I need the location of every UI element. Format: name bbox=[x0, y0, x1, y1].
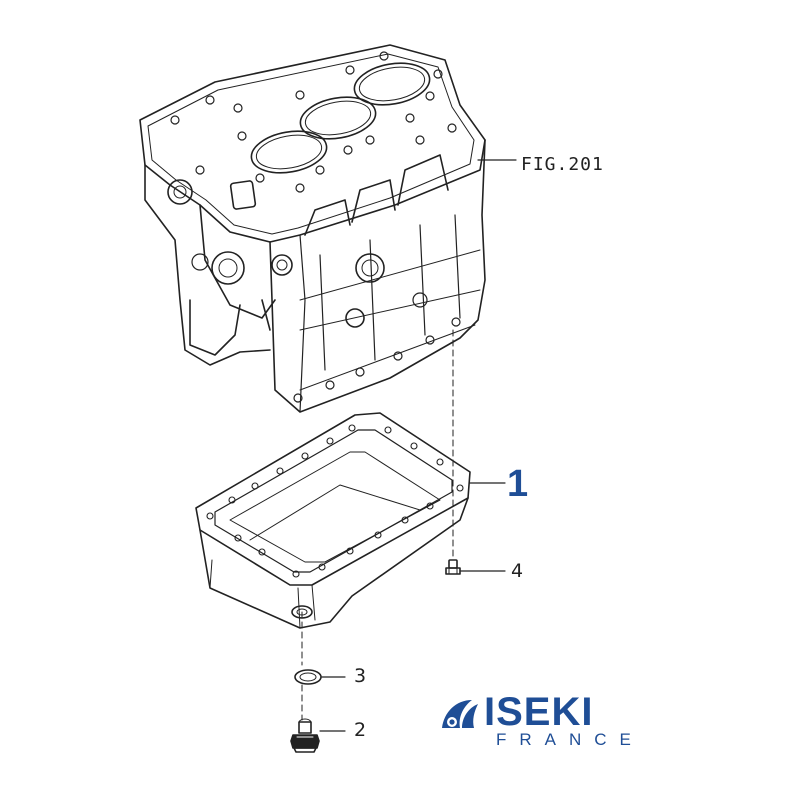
callout-4-pan-bolt: 4 bbox=[511, 560, 524, 582]
iseki-emblem-icon bbox=[442, 700, 478, 728]
callout-2-drain-plug: 2 bbox=[354, 719, 367, 741]
logo-wordmark: ISEKI bbox=[484, 690, 594, 734]
figure-reference: FIG.201 bbox=[521, 154, 604, 175]
drain-plug bbox=[290, 718, 320, 753]
drain-washer bbox=[294, 669, 322, 685]
callout-1-oil-pan: 1 bbox=[507, 463, 529, 505]
pan-bolt bbox=[445, 559, 461, 575]
engine-block bbox=[139, 44, 486, 413]
logo-subtitle: FRANCE bbox=[496, 730, 644, 749]
callout-3-drain-washer: 3 bbox=[354, 665, 367, 687]
iseki-france-logo: ISEKI FRANCE bbox=[438, 690, 668, 754]
oil-pan bbox=[195, 412, 471, 629]
